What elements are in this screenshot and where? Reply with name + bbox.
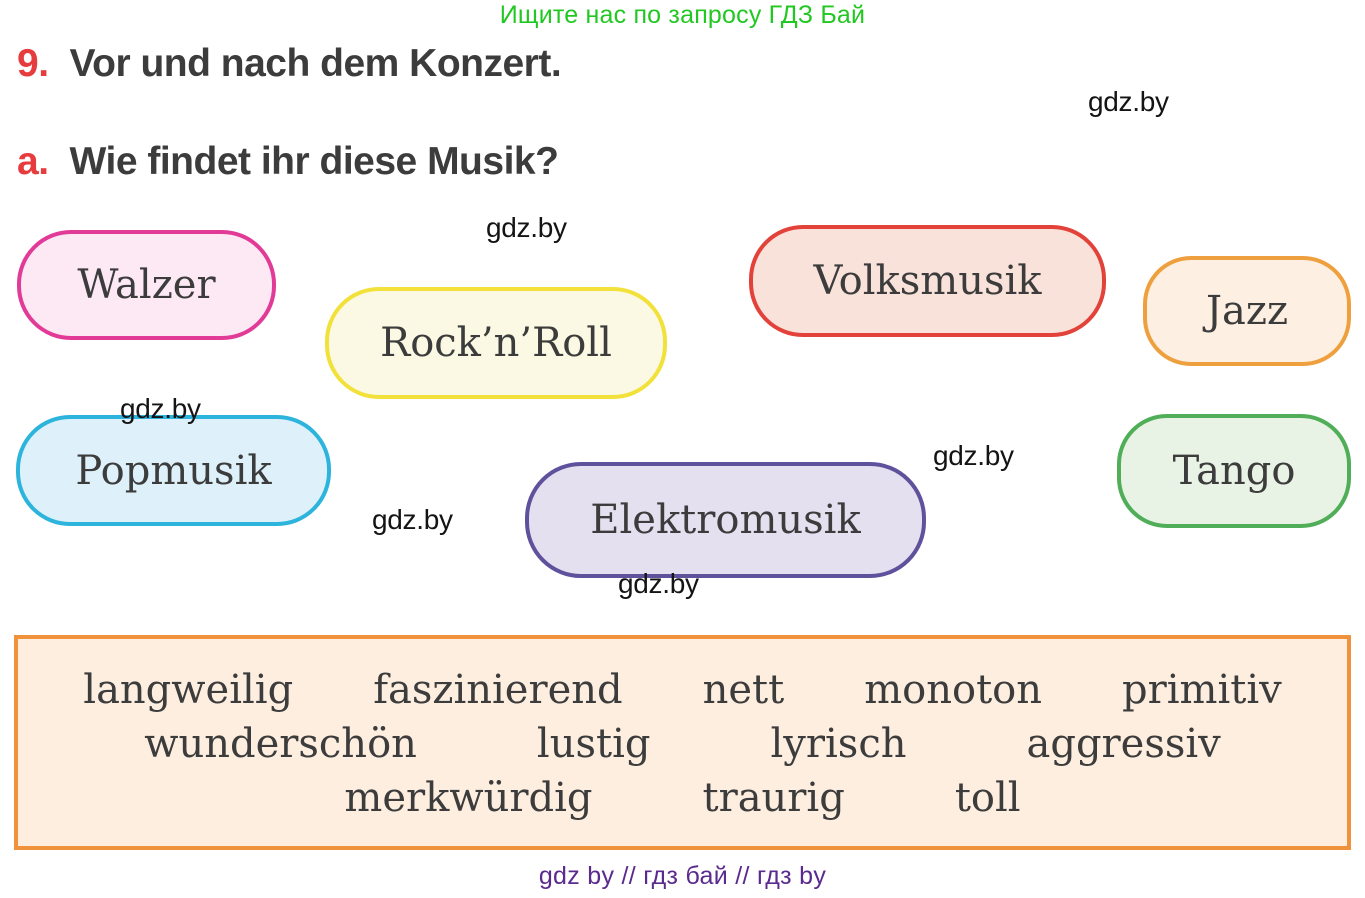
adjective-word: wunderschön bbox=[144, 720, 417, 767]
genre-label-volksmusik: Volksmusik bbox=[813, 258, 1042, 304]
exercise-number: 9. bbox=[17, 42, 49, 85]
adjective-word: nett bbox=[702, 666, 785, 713]
exercise-heading: 9. Vor und nach dem Konzert. bbox=[17, 42, 562, 86]
genre-pill-jazz: Jazz bbox=[1143, 256, 1351, 366]
watermark-top-right: gdz.by bbox=[1088, 86, 1169, 117]
genre-pill-elektromusik: Elektromusik bbox=[525, 462, 926, 578]
genre-label-elektromusik: Elektromusik bbox=[590, 497, 861, 543]
genre-label-rocknroll: Rock’n’Roll bbox=[380, 320, 612, 366]
adjective-word: toll bbox=[954, 774, 1021, 821]
watermark-right-of-elektromusik: gdz.by bbox=[933, 440, 1014, 471]
footer-site-credits: gdz by // гдз бай // гдз by bbox=[538, 862, 827, 890]
subtask-heading: a. Wie findet ihr diese Musik? bbox=[17, 140, 559, 184]
watermark-above-rocknroll: gdz.by bbox=[486, 212, 567, 243]
genre-label-jazz: Jazz bbox=[1205, 288, 1289, 334]
genre-pill-walzer: Walzer bbox=[17, 230, 276, 340]
subtask-letter: a. bbox=[17, 140, 49, 183]
adjective-word: traurig bbox=[702, 774, 845, 821]
genre-label-tango: Tango bbox=[1172, 448, 1296, 494]
adjectives-word-box: langweilig faszinierend nett monoton primiti… bbox=[14, 635, 1351, 850]
adjective-word: aggressiv bbox=[1026, 720, 1221, 767]
subtask-title: Wie findet ihr diese Musik? bbox=[69, 140, 559, 183]
adjective-word: lyrisch bbox=[770, 720, 907, 767]
watermark-mid-left: gdz.by bbox=[372, 504, 453, 535]
adjective-word: merkwürdig bbox=[344, 774, 593, 821]
genre-label-popmusik: Popmusik bbox=[75, 447, 272, 494]
promo-banner-text: Ищите нас по запросу ГДЗ Бай bbox=[499, 1, 866, 29]
exercise-title: Vor und nach dem Konzert. bbox=[69, 42, 562, 85]
watermark-below-elektromusik: gdz.by bbox=[618, 568, 699, 599]
genre-pill-tango: Tango bbox=[1117, 414, 1351, 528]
genre-pill-rocknroll: Rock’n’Roll bbox=[325, 287, 667, 399]
watermark-above-popmusik: gdz.by bbox=[120, 393, 201, 424]
adjective-word: lustig bbox=[536, 720, 651, 767]
adjective-word: faszinierend bbox=[373, 666, 623, 713]
adjective-word: primitiv bbox=[1122, 666, 1282, 713]
genre-pill-volksmusik: Volksmusik bbox=[749, 225, 1106, 337]
adjective-row-2: wunderschön lustig lyrisch aggressiv bbox=[18, 717, 1347, 771]
genre-pill-popmusik: Popmusik bbox=[16, 415, 331, 526]
genre-label-walzer: Walzer bbox=[77, 262, 216, 308]
adjective-row-3: merkwürdig traurig toll bbox=[18, 771, 1347, 825]
adjective-word: monoton bbox=[864, 666, 1042, 713]
adjective-row-1: langweilig faszinierend nett monoton primiti… bbox=[18, 663, 1347, 717]
adjective-word: langweilig bbox=[83, 666, 294, 713]
